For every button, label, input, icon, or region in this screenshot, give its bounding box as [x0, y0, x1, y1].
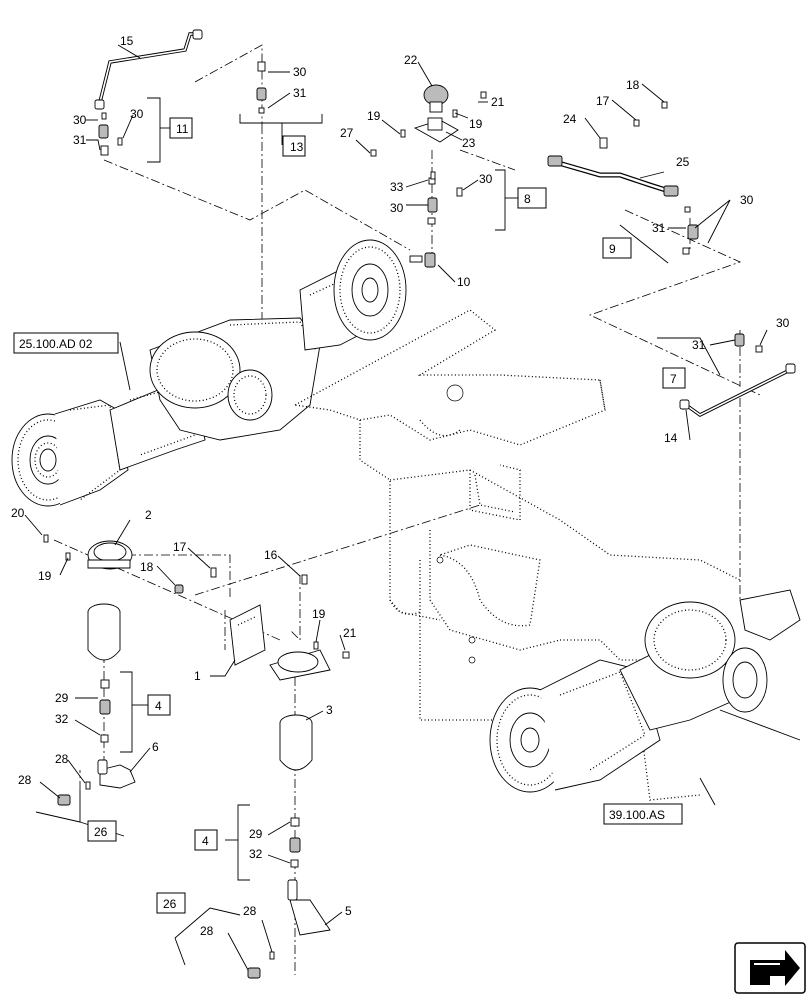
arrow-icon[interactable]	[734, 942, 806, 994]
svg-text:4: 4	[155, 699, 162, 713]
svg-text:13: 13	[290, 140, 304, 154]
callout-32-c: 31	[652, 221, 666, 235]
box-9: 13	[282, 135, 306, 157]
svg-text:9: 9	[609, 242, 616, 256]
svg-text:11: 11	[176, 122, 189, 136]
callout-5: 5	[345, 904, 352, 918]
callout-18-d: 19	[312, 607, 326, 621]
callout-3: 3	[326, 703, 333, 717]
callout-24: 25	[676, 155, 690, 169]
part-12-tube	[94, 29, 203, 110]
callout-18-c: 19	[38, 569, 52, 583]
callout-18-b: 19	[367, 109, 381, 123]
callout-31-f: 30	[740, 193, 754, 207]
box-11: 8	[517, 187, 547, 209]
callout-32-b: 31	[293, 86, 307, 100]
callout-28-a: 28	[18, 773, 32, 787]
callout-32-a: 31	[73, 133, 87, 147]
callout-15: 16	[264, 548, 278, 562]
accumulator-parts	[87, 540, 331, 936]
callout-31-d: 30	[390, 201, 404, 215]
callout-10: 10	[457, 275, 471, 289]
front-axle-assembly	[11, 239, 407, 507]
callout-16-b: 17	[173, 540, 187, 554]
box-4-a: 4	[147, 694, 171, 716]
part-14-tube	[679, 363, 796, 418]
box-7: 7	[662, 367, 686, 389]
reference-front-axle-label: 25.100.AD 02	[19, 337, 93, 351]
callout-25: 27	[340, 126, 354, 140]
fittings	[43, 61, 763, 979]
callout-17-b: 18	[140, 560, 154, 574]
callout-30-a: 32	[55, 712, 69, 726]
callout-20-a: 21	[491, 95, 505, 109]
callout-leaders	[24, 61, 768, 971]
part-24-hose	[547, 155, 679, 197]
svg-text:4: 4	[202, 834, 209, 848]
reference-rear-axle: 39.100.AS	[603, 803, 683, 825]
callout-14: 14	[664, 431, 678, 445]
callout-33: 33	[390, 180, 404, 194]
callout-6: 6	[152, 740, 159, 754]
reference-rear-axle-label: 39.100.AS	[609, 808, 665, 822]
svg-text:8: 8	[524, 192, 531, 206]
callout-31-a: 30	[73, 113, 87, 127]
svg-text:26: 26	[163, 897, 177, 911]
box-13: 9	[602, 237, 632, 259]
callout-32-d: 31	[692, 338, 706, 352]
rear-axle-assembly	[489, 589, 801, 806]
callout-31-c: 30	[293, 65, 307, 79]
callout-numbers: 15 30 31 30 30 31 22 21 19 19 27 23 33 3…	[11, 34, 790, 938]
callout-28-b: 28	[200, 924, 214, 938]
callout-2: 2	[145, 508, 152, 522]
callout-1: 1	[194, 669, 201, 683]
callout-30-b: 32	[249, 847, 263, 861]
box-8: 11	[169, 117, 193, 139]
callout-17-a: 18	[626, 78, 640, 92]
callout-31-b: 30	[130, 107, 144, 121]
callout-21: 22	[404, 53, 418, 67]
boxed-items: 11 13 8 9 7 4 26 4 26	[87, 117, 686, 914]
callout-23: 24	[563, 112, 577, 126]
callout-29-b: 29	[249, 827, 263, 841]
callout-18-a: 19	[469, 117, 483, 131]
callout-20-b: 21	[343, 626, 357, 640]
callout-16-a: 17	[596, 94, 610, 108]
callout-31-e: 30	[479, 172, 493, 186]
svg-text:7: 7	[670, 372, 677, 386]
box-26-a: 26	[87, 820, 117, 842]
callout-29-a: 29	[55, 691, 69, 705]
box-4-b: 4	[194, 829, 218, 851]
part-21-22	[413, 84, 459, 143]
callout-27-a: 28	[55, 752, 69, 766]
box-26-b: 26	[156, 892, 186, 914]
callout-31-g: 30	[776, 316, 790, 330]
callout-27-b: 28	[243, 904, 257, 918]
callout-19: 20	[11, 506, 25, 520]
svg-text:26: 26	[94, 825, 108, 839]
reference-front-axle: 25.100.AD 02	[13, 332, 119, 354]
callout-12: 15	[120, 34, 134, 48]
callout-22: 23	[462, 136, 476, 150]
